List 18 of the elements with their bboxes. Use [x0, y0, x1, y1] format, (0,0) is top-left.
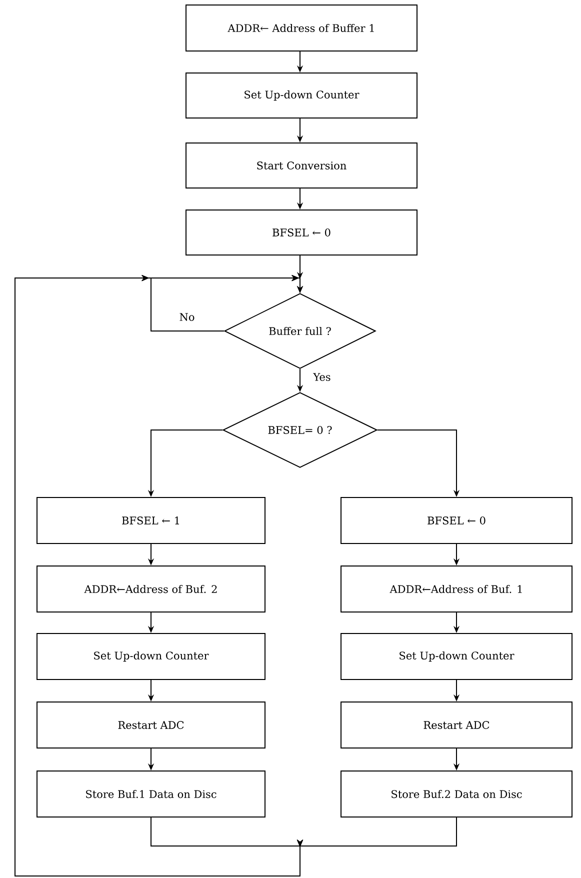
process-box: Set Up-down Counter [186, 72, 418, 118]
process-box: ADDR← Address of Buffer 1 [186, 4, 418, 52]
process-box: BFSEL ← 1 [36, 497, 266, 544]
process-box: Store Buf.1 Data on Disc [36, 770, 266, 818]
process-box: Restart ADC [340, 702, 572, 748]
process-box: Store Buf.2 Data on Disc [340, 770, 572, 818]
process-box: ADDR←Address of Buf. 1 [340, 566, 572, 612]
edge-label: No [178, 312, 196, 322]
process-box: BFSEL ← 0 [340, 497, 572, 544]
process-box: BFSEL ← 0 [186, 210, 418, 256]
process-box: Set Up-down Counter [340, 633, 572, 680]
process-box: ADDR←Address of Buf. 2 [36, 566, 266, 612]
process-box: Set Up-down Counter [36, 633, 266, 680]
process-box: Restart ADC [36, 702, 266, 748]
arrow [14, 274, 457, 876]
arrow [150, 272, 304, 332]
edge-label: Yes [312, 372, 332, 382]
process-box: Start Conversion [186, 142, 418, 188]
